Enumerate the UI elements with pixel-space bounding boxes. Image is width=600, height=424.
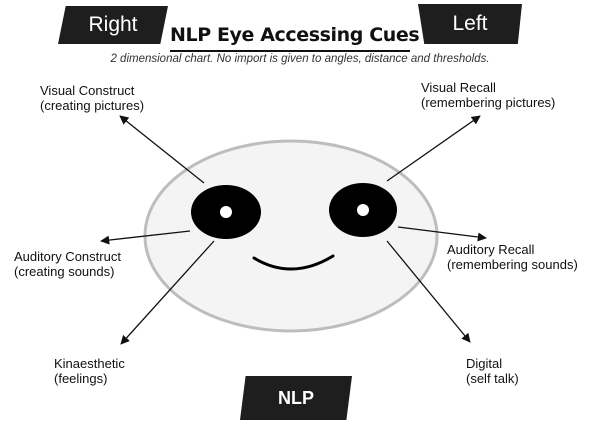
left-side-label: Left [452,12,488,35]
right-side-label: Right [88,13,138,36]
nlp-badge: NLP [240,376,352,420]
arrow-auditory-construct [100,230,191,245]
arrow-kinaesthetic [120,240,215,345]
cue-visual-recall-detail: (remembering pictures) [421,95,556,110]
cue-digital-name: Digital [466,356,503,371]
right-side-tag: Right [58,6,168,44]
arrow-visual-recall [386,115,481,182]
cue-auditory-recall-detail: (remembering sounds) [447,257,578,272]
diagram-title: NLP Eye Accessing Cues [170,20,420,52]
cue-kinaesthetic-name: Kinaesthetic [54,356,125,371]
diagram-subtitle: 2 dimensional chart. No import is given … [110,53,490,65]
cue-kinaesthetic-detail: (feelings) [54,371,108,386]
cue-visual-recall: Visual Recall (remembering pictures) [421,80,555,110]
left-side-tag: Left [418,4,522,44]
arrow-visual-construct [119,115,205,184]
arrow-digital [386,240,471,343]
cue-kinaesthetic: Kinaesthetic (feelings) [54,356,125,386]
cue-auditory-construct: Auditory Construct (creating sounds) [14,249,121,279]
smile [252,254,335,271]
cue-visual-construct: Visual Construct (creating pictures) [40,83,144,113]
cue-digital: Digital (self talk) [466,356,519,386]
face-outline [143,139,439,333]
cue-auditory-construct-detail: (creating sounds) [14,264,115,279]
arrow-auditory-recall [397,226,487,242]
cue-auditory-recall: Auditory Recall (remembering sounds) [447,242,578,272]
right-pupil [220,206,232,218]
nlp-badge-label: NLP [278,387,314,408]
cue-visual-construct-detail: (creating pictures) [40,98,145,113]
cue-visual-recall-name: Visual Recall [421,80,496,95]
cue-digital-detail: (self talk) [466,371,519,386]
left-pupil [357,204,369,216]
cue-auditory-construct-name: Auditory Construct [14,249,121,264]
cue-visual-construct-name: Visual Construct [40,83,135,98]
cue-auditory-recall-name: Auditory Recall [447,242,535,257]
